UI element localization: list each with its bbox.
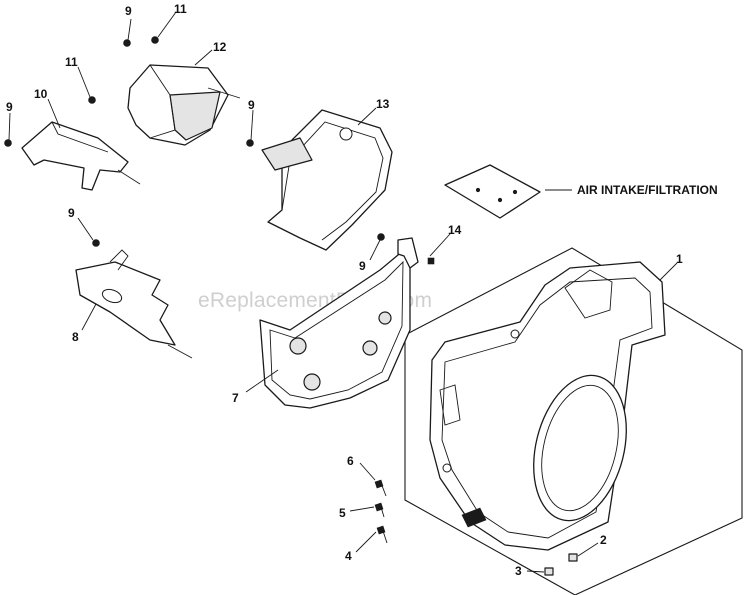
bracket-part-14 <box>397 237 419 269</box>
leader-9-lower <box>77 217 94 241</box>
callout-8: 8 <box>72 330 79 344</box>
plate-hole <box>101 288 123 304</box>
screw-9-mid <box>246 139 254 147</box>
callout-2: 2 <box>600 533 607 547</box>
callout-11-left: 11 <box>65 55 78 69</box>
screw-9-left <box>4 139 12 147</box>
leader-6 <box>359 462 376 481</box>
blower-housing-rim <box>441 277 653 539</box>
screw-5-shank <box>380 506 385 518</box>
bracket-part-10-rod <box>117 169 141 185</box>
callout-9-top: 9 <box>125 4 132 18</box>
blower-hole-2 <box>510 329 520 339</box>
callout-11-top: 11 <box>174 2 187 16</box>
bracket-clip <box>427 257 435 265</box>
screw-5 <box>374 502 384 512</box>
leader-11-top <box>157 11 177 38</box>
nut-2 <box>568 553 578 562</box>
blower-housing-group <box>404 247 743 595</box>
callout-3: 3 <box>515 564 522 578</box>
screw-4-shank <box>382 530 388 544</box>
callout-6: 6 <box>347 454 354 468</box>
blower-opening <box>533 374 627 522</box>
blower-top-tab <box>564 269 613 319</box>
leader-10 <box>47 98 61 129</box>
shroud-part-7-inner <box>269 260 404 400</box>
shroud-part-7 <box>259 244 411 409</box>
screw-11-left <box>88 96 96 104</box>
bracket-part-10 <box>21 121 129 191</box>
leader-9-left <box>8 112 11 141</box>
plate-part-8 <box>75 261 176 346</box>
screw-9-top <box>123 39 131 47</box>
blower-opening-inner <box>541 384 619 512</box>
screw-9-lower <box>92 239 100 247</box>
blower-hole-1 <box>442 463 452 473</box>
leader-9-mid <box>250 109 254 141</box>
leader-8 <box>81 303 97 331</box>
callout-air-intake: AIR INTAKE/FILTRATION <box>577 183 718 197</box>
leader-5 <box>349 506 375 512</box>
fasteners <box>4 36 578 576</box>
screw-6 <box>374 479 384 489</box>
callout-7: 7 <box>232 391 239 405</box>
baffle-hole <box>339 127 353 141</box>
shield-part-12-face <box>169 91 221 141</box>
callout-9-left: 9 <box>6 100 13 114</box>
air-intake-hole-3 <box>512 189 518 195</box>
leader-9-right <box>369 239 381 261</box>
shroud-boss-3 <box>362 340 378 356</box>
plate-tab <box>109 249 129 271</box>
callout-9-right: 9 <box>359 259 366 273</box>
bracket-part-10-edge <box>51 121 109 153</box>
leader-11-left <box>77 66 91 98</box>
callout-9-lower: 9 <box>68 206 75 220</box>
leader-lines <box>8 11 678 573</box>
plate-edge-line <box>167 344 193 359</box>
leader-12 <box>194 49 213 66</box>
leader-13 <box>357 107 377 126</box>
callout-labels: 9 11 12 11 10 9 9 13 9 8 7 9 14 AIR INTA… <box>6 2 718 578</box>
callout-12: 12 <box>213 40 227 54</box>
callout-4: 4 <box>345 549 352 563</box>
screw-6-shank <box>380 482 387 497</box>
air-intake-hole-2 <box>497 197 503 203</box>
leader-1 <box>659 262 678 281</box>
callout-14: 14 <box>448 223 462 237</box>
shield-part-12-edge <box>149 64 176 139</box>
air-intake-hole-1 <box>475 187 481 193</box>
callout-5: 5 <box>339 506 346 520</box>
leader-7 <box>245 369 279 393</box>
leader-14 <box>429 233 451 257</box>
callout-9-mid: 9 <box>248 98 255 112</box>
air-intake-plate <box>444 164 541 219</box>
shield-tab <box>207 87 241 99</box>
shroud-boss-2 <box>303 373 321 391</box>
nut-3 <box>544 567 554 576</box>
leader-2 <box>577 542 599 557</box>
leader-4 <box>355 531 377 553</box>
blower-side-tab <box>439 384 461 426</box>
blower-housing-box <box>404 247 743 595</box>
screw-11-top <box>151 36 159 44</box>
leader-3 <box>526 570 545 573</box>
callout-1: 1 <box>676 252 683 266</box>
callout-10: 10 <box>34 87 48 101</box>
screw-9-right <box>377 233 385 241</box>
shroud-boss-4 <box>378 311 392 325</box>
leader-9-top <box>127 18 132 41</box>
shroud-boss-1 <box>289 337 307 355</box>
callout-13: 13 <box>376 97 390 111</box>
blower-bottom-tab <box>461 507 487 528</box>
baffle-flange <box>261 137 313 171</box>
